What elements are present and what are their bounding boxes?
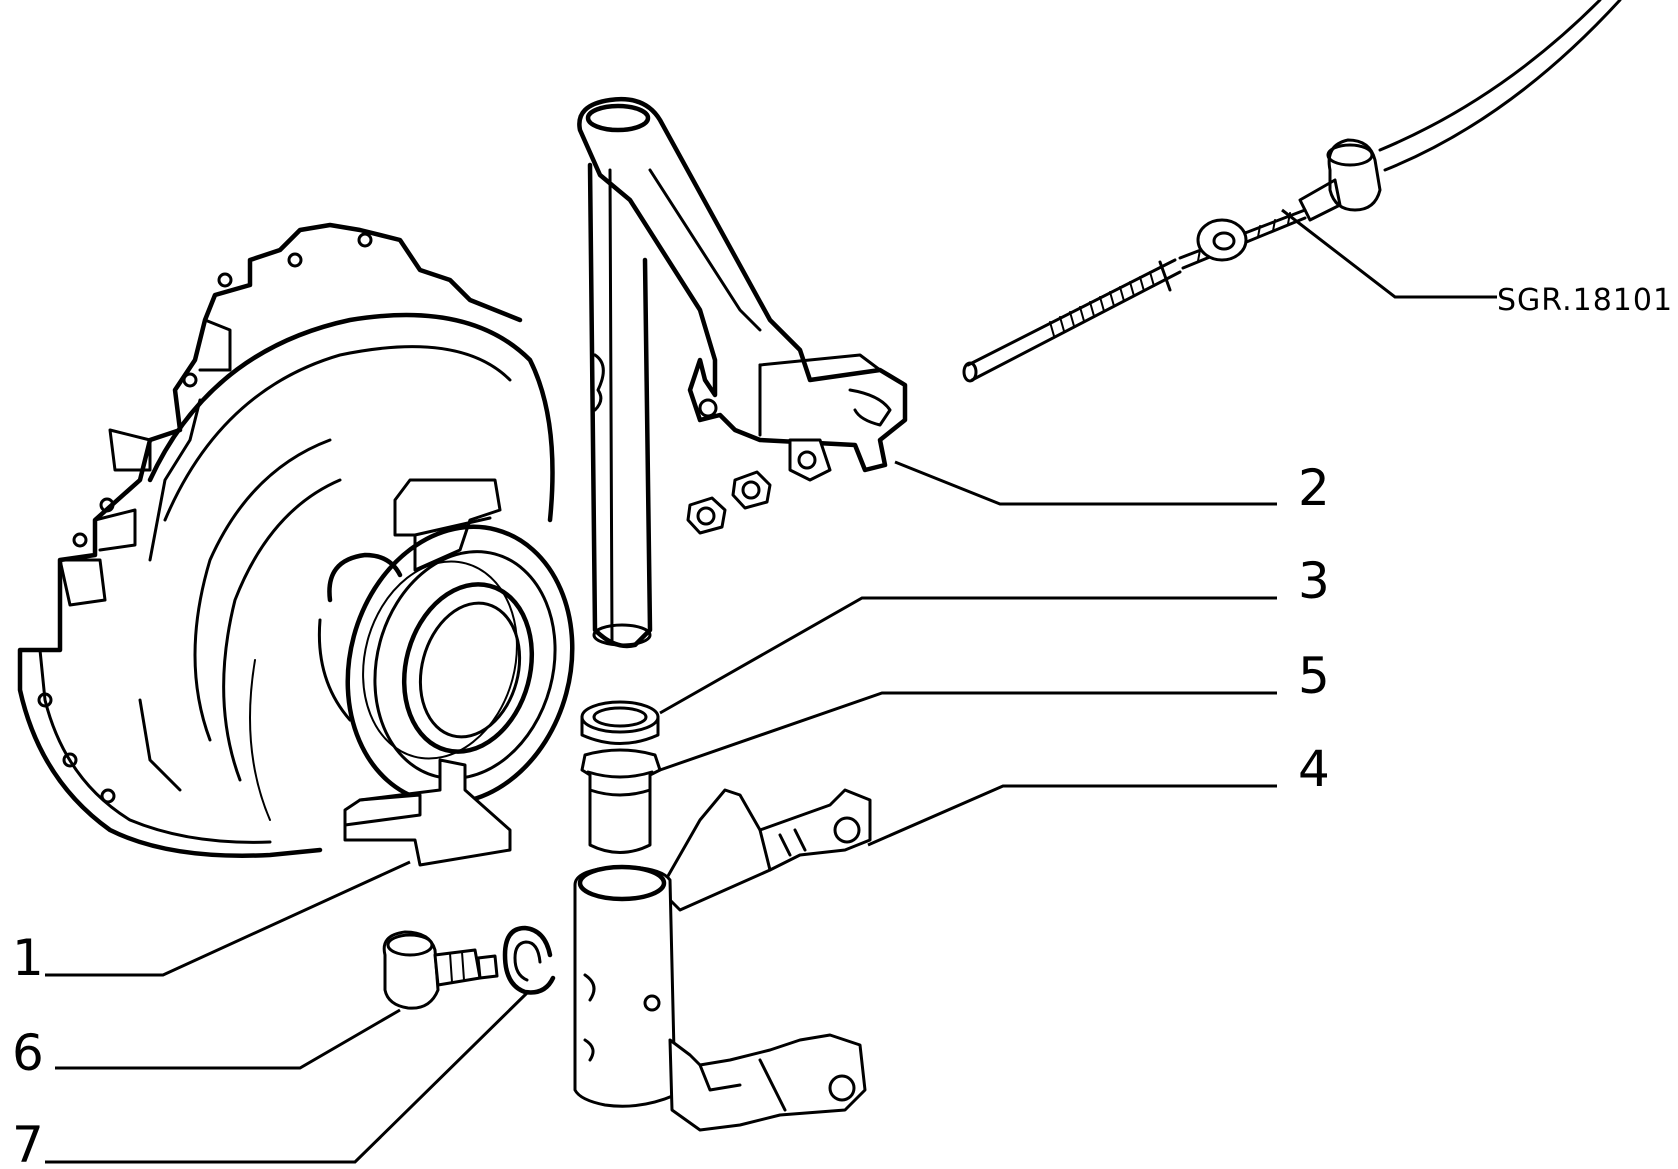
callout-2: 2 xyxy=(1298,459,1330,517)
callout-3: 3 xyxy=(1298,552,1330,610)
release-lever-shaft xyxy=(577,96,908,649)
bushing-lower xyxy=(580,748,662,854)
callout-6: 6 xyxy=(12,1024,44,1082)
clutch-pressure-plate xyxy=(17,222,555,858)
clutch-cable xyxy=(962,0,1622,383)
callout-5: 5 xyxy=(1298,647,1330,705)
nut-1 xyxy=(686,496,727,535)
pivot-bolt xyxy=(382,930,499,1010)
release-fork xyxy=(573,788,872,1132)
retaining-clip xyxy=(502,925,556,995)
bushing-upper xyxy=(580,700,660,745)
release-bearing xyxy=(317,478,575,867)
nut-2 xyxy=(731,470,772,510)
leader-lines xyxy=(45,208,1497,1164)
reference-code: SGR.18101 xyxy=(1497,283,1673,318)
callout-7: 7 xyxy=(12,1116,44,1169)
callout-1: 1 xyxy=(12,929,44,987)
callout-4: 4 xyxy=(1298,740,1330,798)
